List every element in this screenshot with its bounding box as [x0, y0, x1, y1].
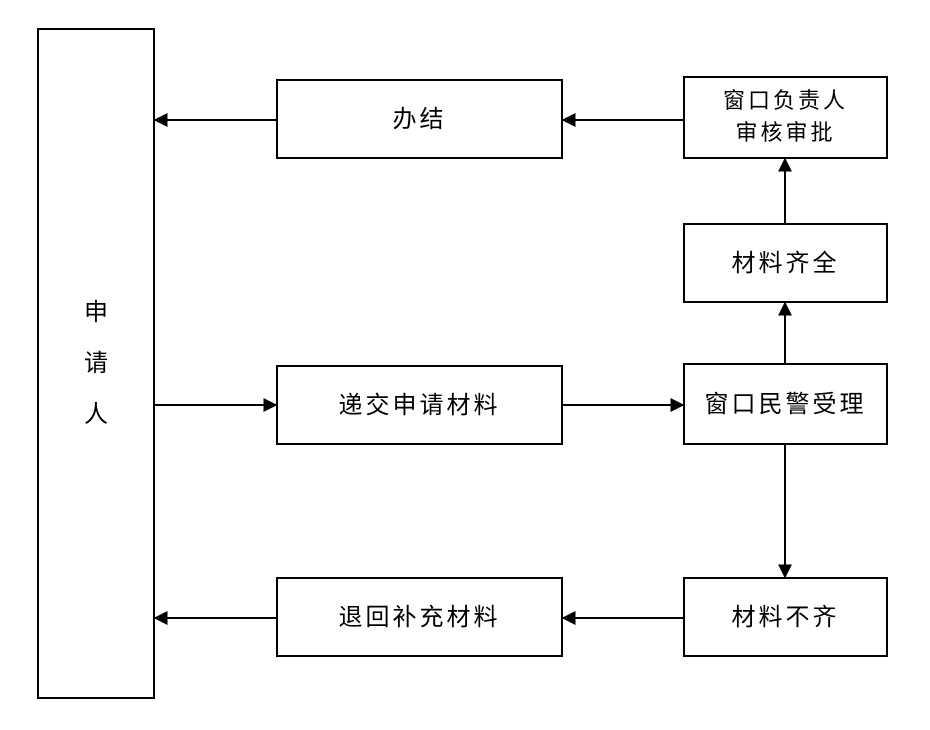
window-head-review-line1: 窗口负责人 — [722, 88, 848, 114]
submit-materials-label: 递交申请材料 — [338, 390, 501, 419]
window-police-accept-label: 窗口民警受理 — [704, 389, 867, 418]
applicant-box: 申 请 人 — [37, 28, 155, 699]
applicant-char-3: 人 — [84, 399, 108, 428]
window-head-review-line2: 审核审批 — [735, 120, 836, 146]
return-supplement-box: 退回补充材料 — [276, 577, 563, 657]
window-police-accept-box: 窗口民警受理 — [683, 363, 888, 445]
materials-incomplete-label: 材料不齐 — [731, 602, 840, 631]
materials-complete-box: 材料齐全 — [683, 223, 888, 303]
applicant-label: 申 请 人 — [84, 287, 108, 439]
return-supplement-label: 退回补充材料 — [338, 602, 501, 631]
completion-box: 办结 — [276, 79, 563, 159]
completion-label: 办结 — [392, 104, 447, 133]
applicant-char-1: 申 — [84, 298, 108, 327]
submit-materials-box: 递交申请材料 — [276, 365, 563, 445]
applicant-char-2: 请 — [84, 349, 108, 378]
materials-complete-label: 材料齐全 — [731, 248, 840, 277]
materials-incomplete-box: 材料不齐 — [683, 577, 888, 657]
